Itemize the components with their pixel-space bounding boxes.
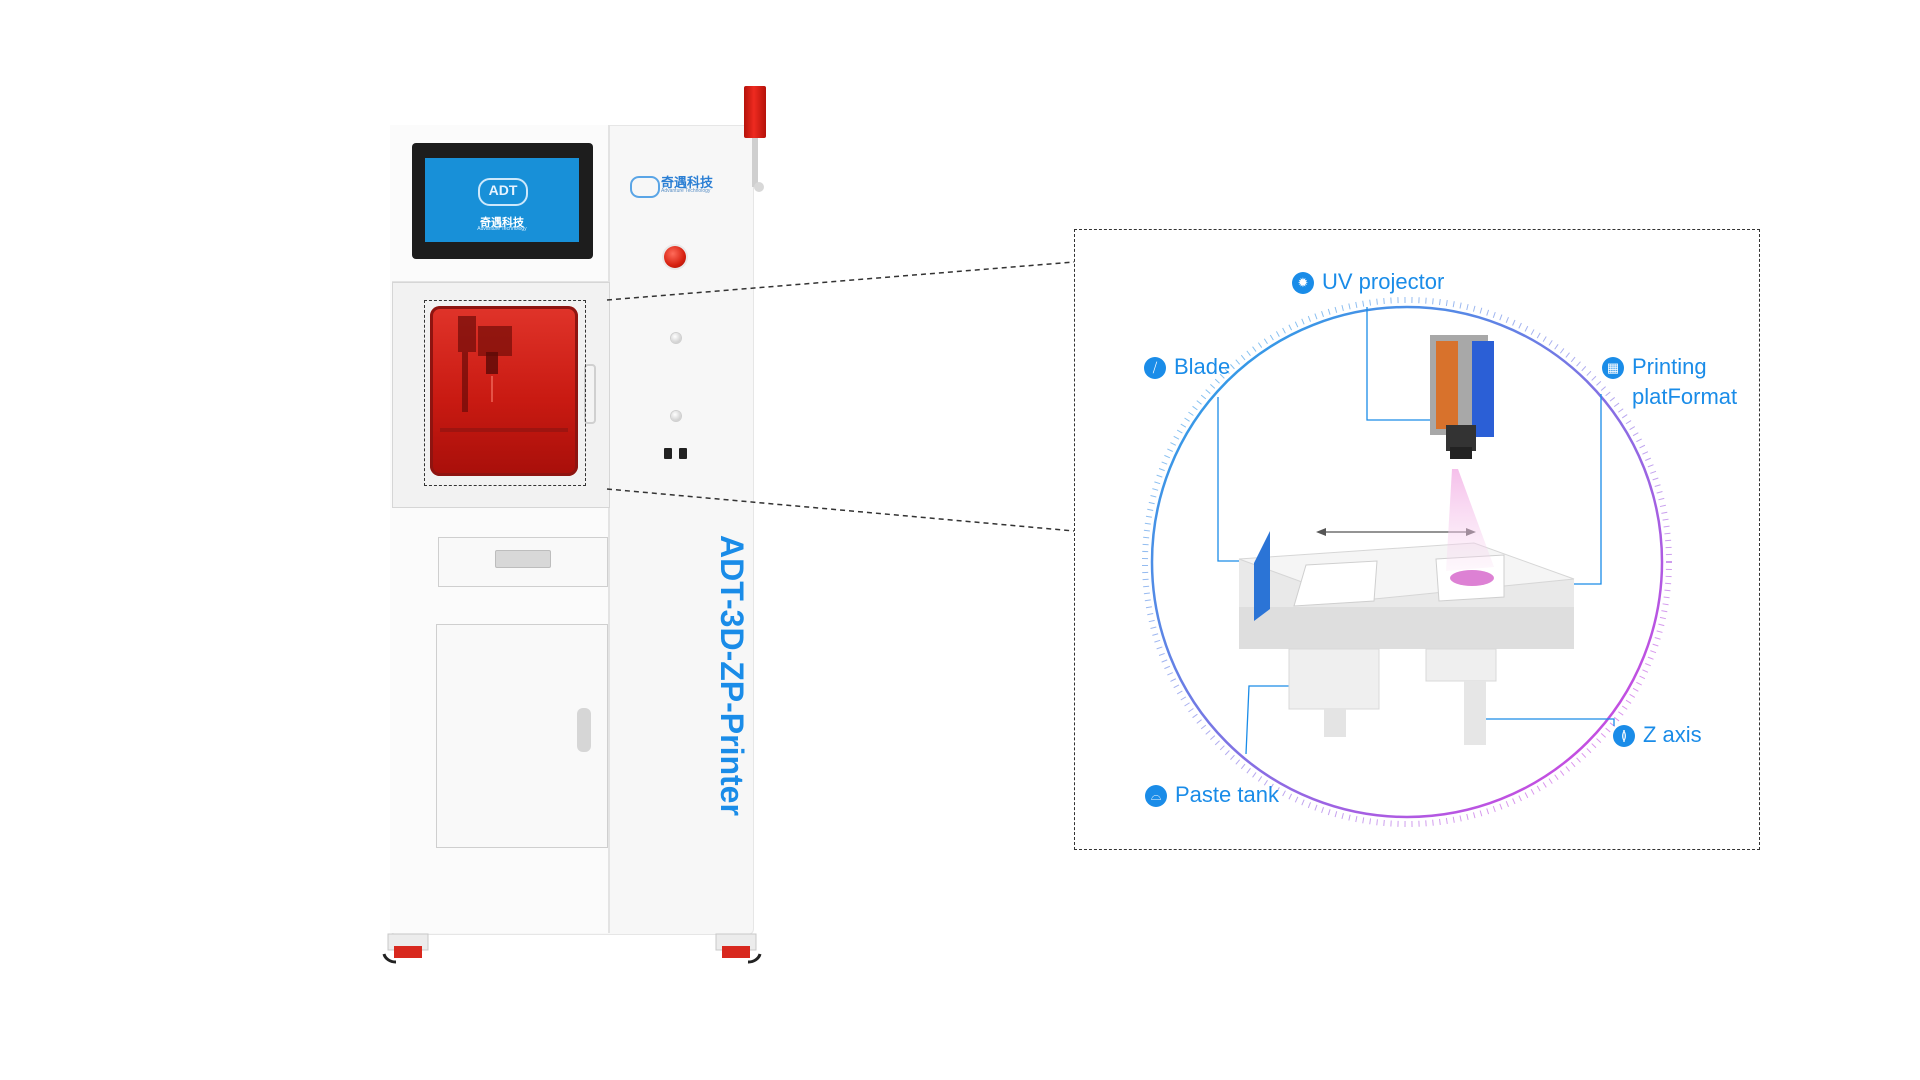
control-knob[interactable]: [671, 411, 681, 421]
blade-icon: ⧸: [1144, 357, 1166, 379]
label-z-axis: Z axis: [1643, 722, 1702, 747]
usb-port[interactable]: [664, 448, 672, 459]
platform-icon: ▦: [1602, 357, 1624, 379]
panel-brand-en: Advanture Technology: [661, 188, 711, 194]
label-blade: Blade: [1174, 354, 1231, 379]
control-knob[interactable]: [671, 333, 681, 343]
detail-view-box: [1074, 229, 1760, 850]
drawer-handle[interactable]: [495, 550, 551, 568]
brand-logo-icon: [630, 176, 660, 198]
touchscreen[interactable]: [425, 158, 579, 242]
screen-brand-cn: 奇遇科技: [480, 217, 524, 229]
emergency-stop-button[interactable]: [664, 246, 686, 268]
chamber-highlight-box: [424, 300, 586, 486]
scale-ring: [1150, 305, 1664, 819]
screen-logo-icon: [478, 178, 528, 206]
z-axis-icon: ≬: [1613, 725, 1635, 747]
detail-illustration: [1142, 297, 1672, 827]
column-divider: [608, 125, 610, 933]
panel-brand-cn: 奇遇科技: [661, 175, 714, 190]
chamber-interior-mechanism: [440, 316, 568, 432]
screen-brand-en: Advanture Technology: [477, 226, 527, 232]
sun-burst-icon: ✹: [1292, 272, 1314, 294]
caster-wheel: [715, 933, 762, 964]
usb-port[interactable]: [679, 448, 687, 459]
tank-icon: ⌓: [1145, 785, 1167, 807]
label-printing-platform-line1: Printing: [1632, 354, 1707, 379]
label-uv-projector: UV projector: [1322, 269, 1445, 294]
label-paste-tank: Paste tank: [1175, 782, 1279, 807]
scale-ring-ticks: [1142, 297, 1672, 827]
lamp-mount: [754, 182, 764, 192]
cabinet-handle[interactable]: [577, 708, 591, 752]
lamp-pole: [752, 137, 758, 187]
signal-lamp: [744, 86, 766, 138]
label-printing-platform-line2: platFormat: [1632, 384, 1738, 409]
caster-wheel: [382, 933, 429, 964]
